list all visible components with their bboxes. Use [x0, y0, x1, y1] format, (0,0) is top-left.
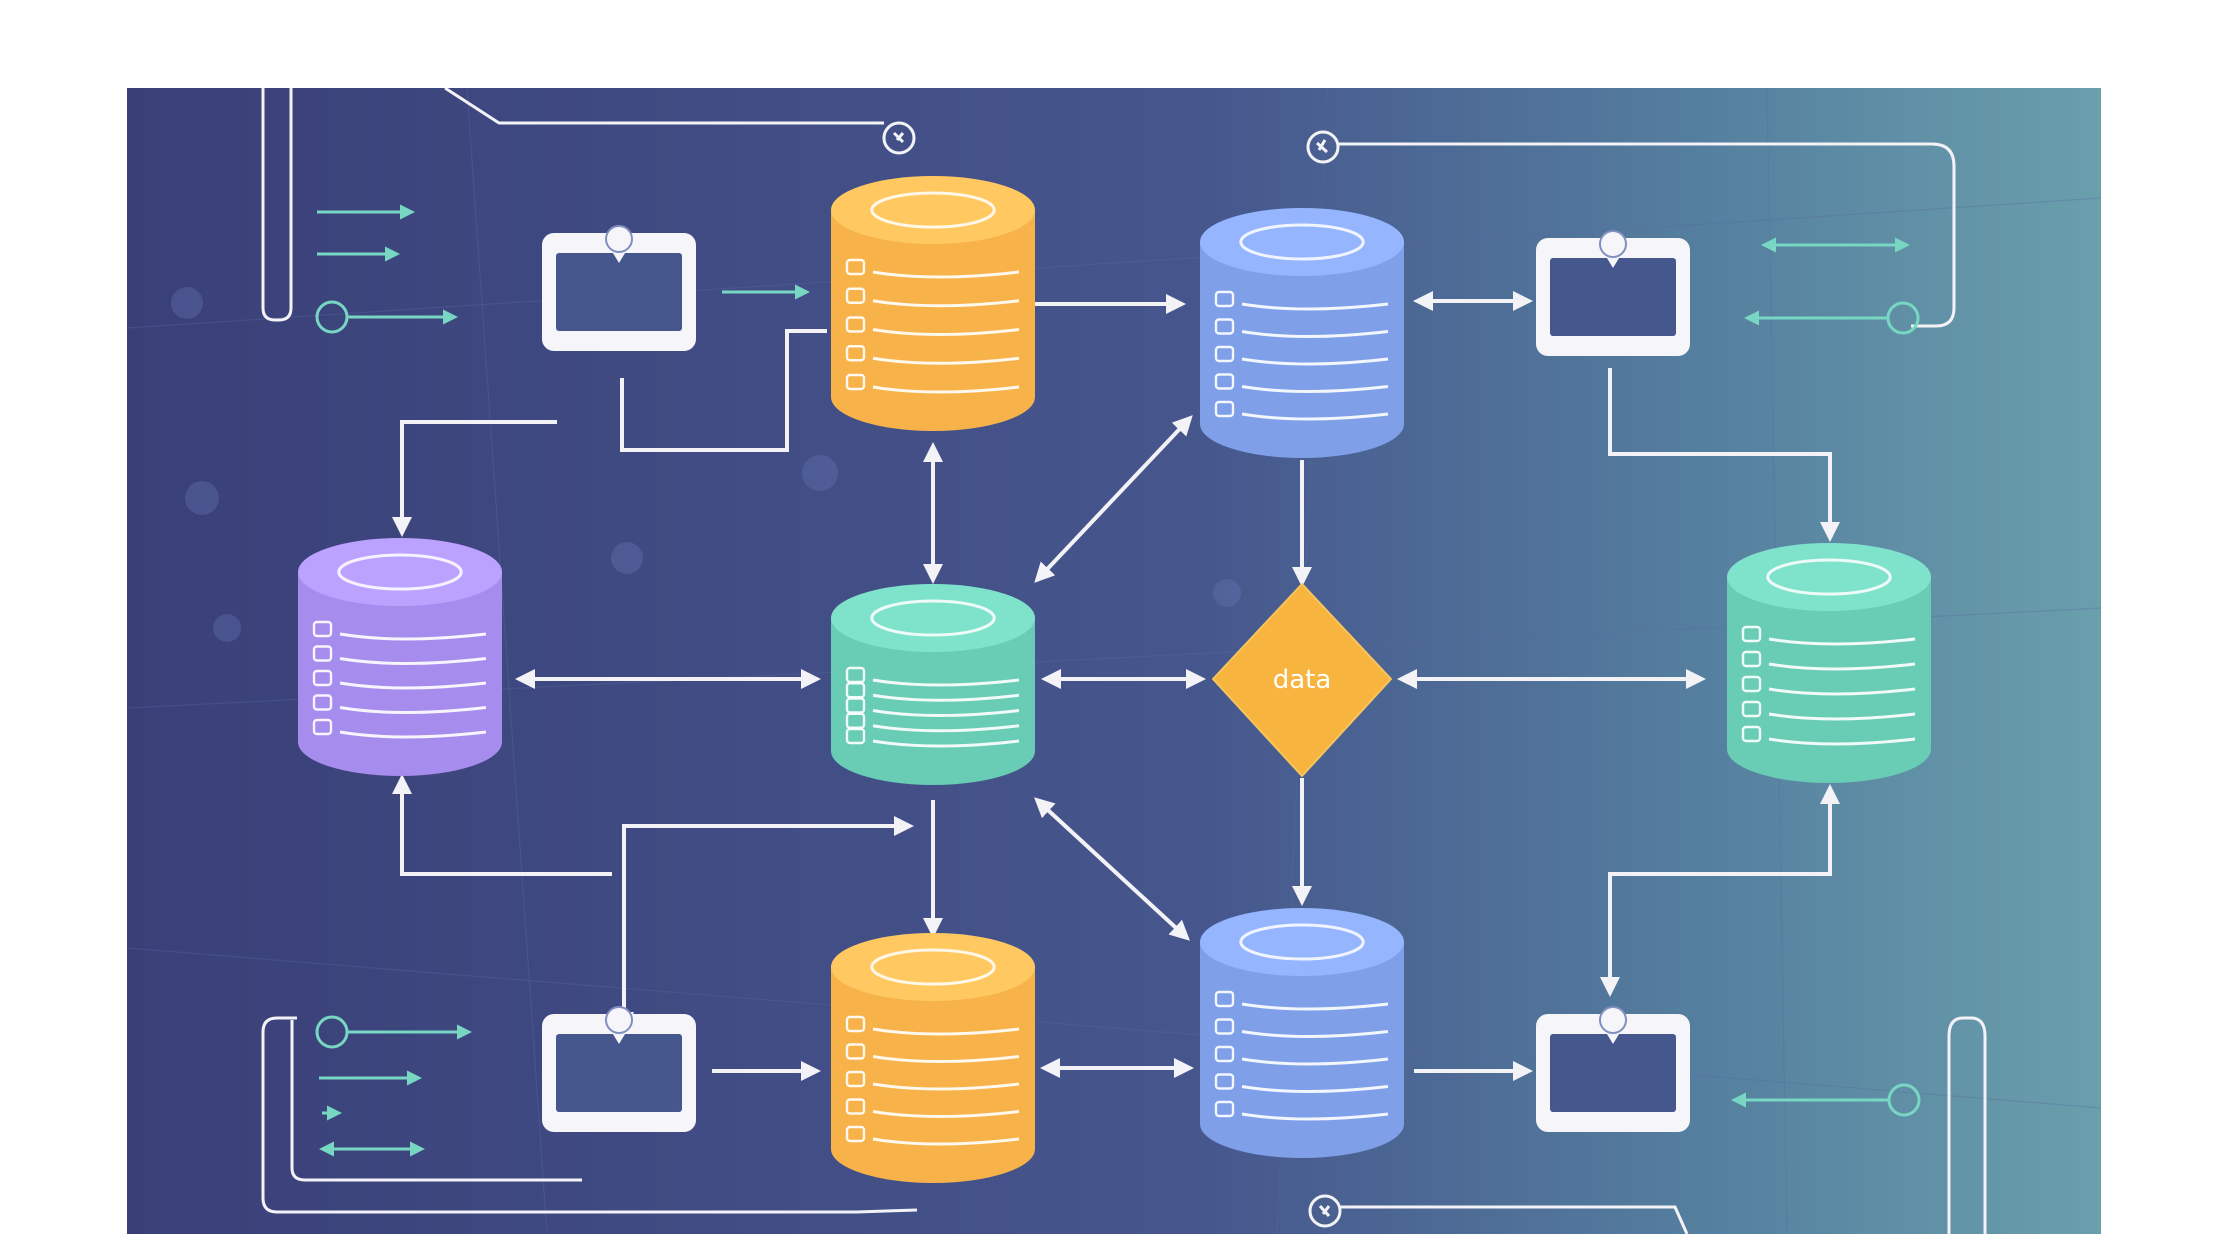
decision-diamond — [1212, 583, 1392, 777]
accent-arrows-bottom-right — [1731, 1083, 1921, 1117]
corner-decoration-top-right — [1306, 130, 1956, 328]
db-top-blue — [1200, 208, 1404, 458]
corner-decoration-bottom-left — [261, 1016, 918, 1214]
monitor-icon — [542, 225, 696, 351]
database-cylinder-icon — [298, 538, 502, 776]
database-cylinder-icon — [1200, 908, 1404, 1158]
accent-arrows-bottom-left — [315, 1015, 472, 1157]
db-bottom-orange — [831, 933, 1035, 1183]
decision-node: data — [1212, 583, 1392, 777]
database-cylinder-icon — [831, 584, 1035, 785]
connectors — [402, 291, 1830, 1071]
db-center-teal — [831, 584, 1035, 785]
monitor-top-left — [542, 225, 696, 351]
corner-decoration-bottom-right — [1308, 1016, 1987, 1234]
database-cylinder-icon — [831, 176, 1035, 431]
background-dots — [171, 287, 1241, 642]
db-right-teal — [1727, 543, 1931, 783]
data-flow-diagram: data — [127, 88, 2101, 1234]
monitor-bottom-right — [1536, 1006, 1690, 1132]
db-left-purple — [298, 538, 502, 776]
monitor-icon — [1536, 230, 1690, 356]
accent-arrows-top-right — [1744, 237, 1920, 335]
db-top-orange — [831, 176, 1035, 431]
database-cylinder-icon — [1727, 543, 1931, 783]
connector-db-right-to-monitor-br — [1600, 784, 1840, 997]
db-bottom-blue — [1200, 908, 1404, 1158]
monitor-icon — [1536, 1006, 1690, 1132]
connector-bottom-loop-left — [614, 816, 914, 1032]
accent-arrows-top-left — [315, 204, 810, 334]
connector-monitor-tr-to-db-right — [1608, 368, 1840, 542]
database-cylinder-icon — [1200, 208, 1404, 458]
corner-decoration-top-left — [261, 88, 916, 322]
monitor-icon — [542, 1006, 696, 1132]
connector-monitor-tl-down — [620, 329, 827, 452]
monitor-bottom-left — [542, 1006, 696, 1132]
database-cylinder-icon — [831, 933, 1035, 1183]
monitor-top-right — [1536, 230, 1690, 356]
diagram-panel: data — [127, 88, 2101, 1234]
decision-label: data — [1273, 665, 1332, 695]
connector-db-purple-down — [392, 774, 612, 876]
connector-left-to-db-purple — [392, 420, 557, 537]
connector-db-center-to-db-bottom-blue — [1034, 797, 1190, 941]
